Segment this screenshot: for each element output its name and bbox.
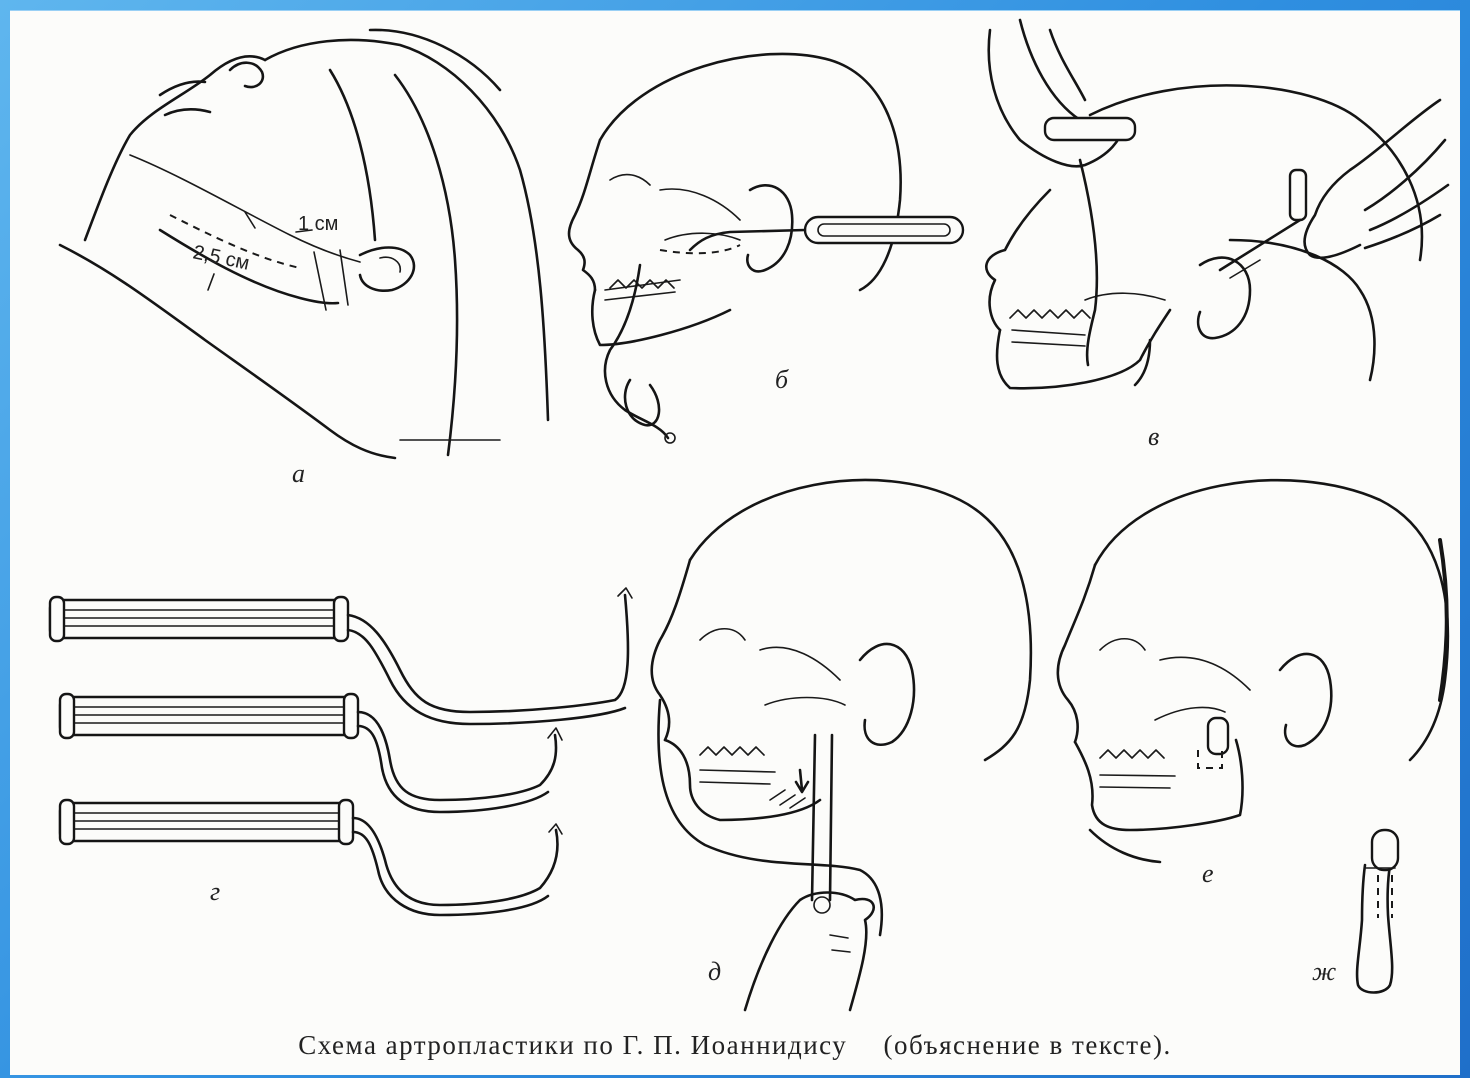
panel-g-instruments: г: [50, 588, 632, 915]
panel-e-skull-implant: е: [1058, 480, 1448, 888]
implant-in-joint: [1208, 718, 1228, 754]
caption-title: Схема артропластики по Г. П. Иоаннидису: [298, 1030, 847, 1060]
panel-d-skull-instrument: д: [652, 480, 1031, 1010]
panel-zh-implant: ж: [1312, 830, 1398, 993]
figure-caption: Схема артропластики по Г. П. Иоаннидису …: [0, 1030, 1470, 1061]
retractor-handle: [805, 217, 963, 243]
panel-label-v: в: [1148, 422, 1159, 451]
panel-label-d: д: [708, 957, 721, 986]
panel-label-e: е: [1202, 859, 1214, 888]
incision-length-label: 2,5 см: [191, 241, 251, 274]
panel-label-b: б: [775, 365, 789, 394]
panel-label-zh: ж: [1312, 957, 1336, 986]
panel-label-a: а: [292, 459, 305, 488]
hand-instrument: [1045, 118, 1135, 140]
instrument-3: [60, 800, 562, 915]
panel-b-skull-retractor: б: [569, 54, 963, 443]
panel-a-head-incision: 2,5 см 1 см а: [60, 30, 548, 488]
panel-label-g: г: [210, 877, 220, 906]
caption-note: (объяснение в тексте).: [884, 1030, 1172, 1060]
panel-v-skull-hands: в: [986, 20, 1448, 451]
offset-label: 1 см: [298, 213, 338, 235]
